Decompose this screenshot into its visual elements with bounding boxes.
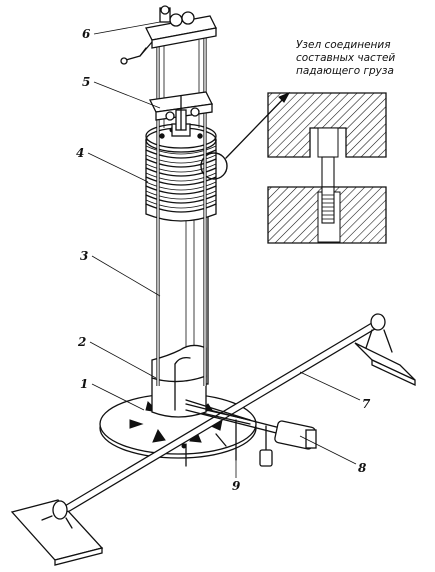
measuring-device [185, 399, 317, 467]
top-crank-head [120, 5, 217, 65]
hanging-weight [259, 449, 273, 467]
callout-caption-line2: составных частей [296, 52, 395, 64]
callout-caption: Узел соединения составных частей падающе… [296, 39, 395, 77]
joint-detail-view [225, 88, 390, 246]
left-end-knob [52, 500, 68, 520]
crossbar-frame [10, 313, 416, 566]
label-8: 8 [358, 461, 367, 475]
weight-rings [145, 123, 228, 222]
label-7: 7 [362, 397, 371, 411]
label-5: 5 [82, 75, 90, 89]
callout-caption-line1: Узел соединения [296, 39, 391, 51]
label-6: 6 [82, 27, 91, 41]
label-9: 9 [232, 479, 241, 493]
detail-pointer-line [225, 95, 287, 159]
winch-drum [169, 13, 183, 27]
connecting-bolt [321, 156, 335, 188]
right-foot [354, 342, 416, 381]
label-3: 3 [80, 249, 88, 263]
guide-rods [156, 28, 207, 386]
label-4: 4 [76, 146, 84, 160]
detail-circle-marker [200, 152, 228, 180]
crank-handle [125, 41, 153, 61]
leader-lines [87, 21, 361, 478]
label-1: 1 [80, 377, 88, 391]
release-carriage [149, 91, 213, 131]
label-2: 2 [77, 335, 86, 349]
right-end-knob [370, 313, 386, 331]
upper-weight-section [267, 92, 387, 158]
detail-arrowhead [278, 92, 291, 103]
callout-caption-line3: падающего груза [296, 65, 394, 77]
anvil-sleeve [151, 344, 207, 418]
part-labels: 6 5 4 3 2 1 7 8 9 [76, 27, 371, 493]
